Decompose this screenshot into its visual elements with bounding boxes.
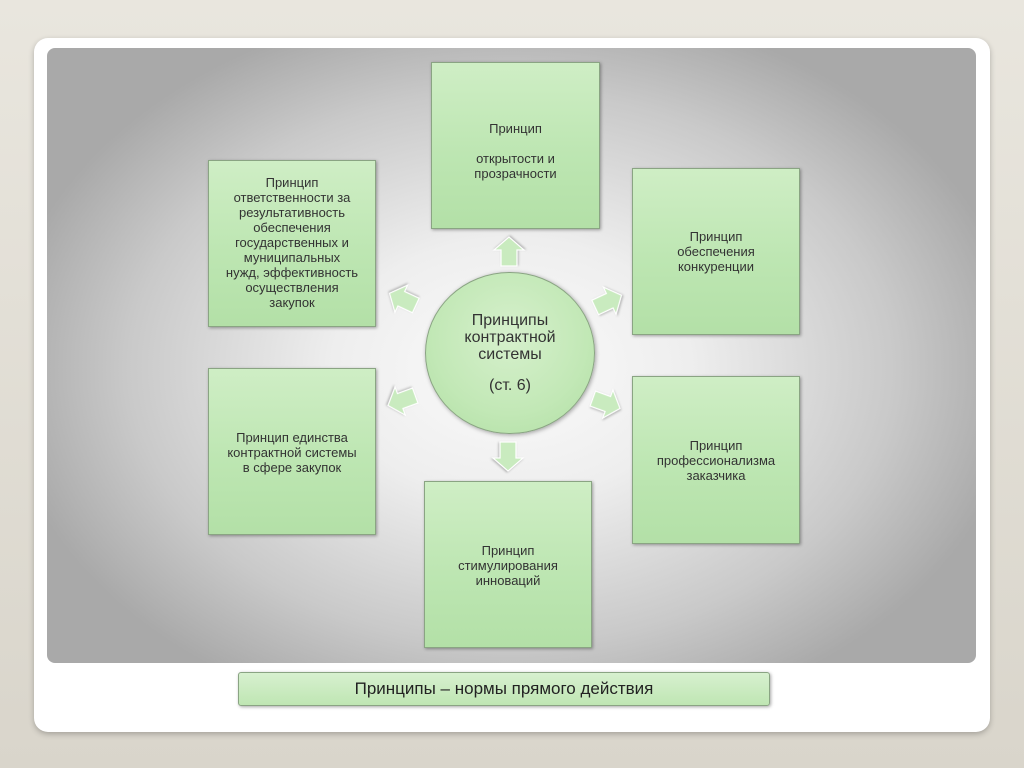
principle-innovation-box: Принцип стимулирования инноваций (424, 481, 592, 648)
principle-responsibility-box: Принцип ответственности за результативно… (208, 160, 376, 327)
principle-unity-text: Принцип единства контрактной системы в с… (227, 430, 357, 475)
footer-bar: Принципы – нормы прямого действия (238, 672, 770, 706)
arrow-lower-right-icon (589, 388, 621, 420)
principle-responsibility-text: Принцип ответственности за результативно… (225, 175, 359, 310)
center-circle: Принципы контрактной системы (ст. 6) (425, 272, 595, 434)
principle-unity-box: Принцип единства контрактной системы в с… (208, 368, 376, 535)
principle-professionalism-text: Принцип профессионализма заказчика (656, 438, 776, 483)
arrow-up-icon (492, 236, 526, 267)
principle-transparency-box: Принцип открытости и прозрачности (431, 62, 600, 229)
arrow-down-icon (491, 441, 525, 472)
arrow-lower-left-icon (387, 385, 419, 417)
principle-innovation-text: Принцип стимулирования инноваций (458, 543, 558, 588)
principle-competition-text: Принцип обеспечения конкуренции (677, 229, 755, 274)
footer-label: Принципы – нормы прямого действия (354, 679, 654, 698)
principle-transparency-text: Принцип открытости и прозрачности (474, 121, 557, 181)
center-title: Принципы контрактной системы (464, 312, 556, 363)
center-subtitle: (ст. 6) (489, 377, 531, 394)
principle-competition-box: Принцип обеспечения конкуренции (632, 168, 800, 335)
principle-professionalism-box: Принцип профессионализма заказчика (632, 376, 800, 544)
arrow-upper-left-icon (388, 283, 420, 315)
arrow-upper-right-icon (591, 285, 623, 317)
